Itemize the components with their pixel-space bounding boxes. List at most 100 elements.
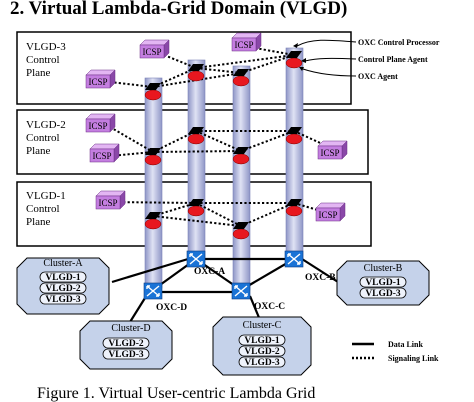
cluster-name-0: Cluster-A bbox=[43, 258, 83, 269]
icsp-label-0: ICSP bbox=[142, 47, 161, 57]
icsp-label-3: ICSP bbox=[88, 121, 107, 131]
oxc-label-0: OXC-A bbox=[194, 267, 225, 277]
control-plane-agent-11 bbox=[286, 199, 302, 206]
cluster-vlgd-pill-2-0 bbox=[102, 337, 150, 349]
pillar-oxc-a bbox=[187, 59, 206, 263]
cluster-vlgd-pill-3-2 bbox=[238, 356, 286, 368]
control-plane-agent-1 bbox=[188, 64, 204, 71]
icsp-box-3 bbox=[85, 118, 111, 133]
oxc-agent-ellipse-6 bbox=[232, 153, 250, 165]
icsp-box-1 bbox=[231, 37, 257, 52]
cluster-vlgd-label-3-0: VLGD-1 bbox=[244, 336, 280, 346]
legend-signaling-link: Signaling Link bbox=[388, 354, 439, 363]
sig-3-ab bbox=[195, 54, 295, 69]
icsp-label-2: ICSP bbox=[88, 77, 107, 87]
plane-title-vlgd-1: VLGD-1 bbox=[26, 190, 66, 202]
sig-2-da bbox=[152, 130, 197, 153]
arrowhead-processor bbox=[293, 43, 298, 48]
oxc-switch-icon-0 bbox=[189, 253, 203, 265]
sig-3-cb bbox=[240, 54, 295, 74]
icsp-label-6: ICSP bbox=[98, 198, 117, 208]
icsp-label-1: ICSP bbox=[234, 40, 253, 50]
sig-1-da bbox=[152, 202, 197, 217]
cluster-vlgd-pill-2-1 bbox=[102, 348, 150, 360]
figure-caption: Figure 1. Virtual User-centric Lambda Gr… bbox=[37, 385, 315, 402]
signaling-links bbox=[109, 47, 341, 227]
cluster-vlgd-pill-0-0 bbox=[39, 271, 87, 283]
cluster-name-3: Cluster-C bbox=[243, 320, 282, 331]
cluster-vlgd-label-1-1: VLGD-3 bbox=[365, 289, 401, 299]
arrow-processor bbox=[296, 39, 357, 47]
sig-2-cb bbox=[240, 130, 295, 152]
oxc-agent-ellipse-4 bbox=[144, 154, 162, 166]
sig-3-icsp bbox=[109, 81, 154, 88]
label-oxc-control-processor: OXC Control Processor bbox=[358, 38, 440, 47]
pillar-oxc-d bbox=[144, 77, 163, 289]
sig-3-da bbox=[152, 67, 197, 88]
cluster-vlgd-pill-0-2 bbox=[39, 293, 87, 305]
sig-2-ac bbox=[195, 130, 242, 152]
oxc-switch-icon-1 bbox=[287, 253, 301, 265]
data-link-d-clusterd bbox=[129, 297, 146, 323]
section-heading: 2. Virtual Lambda-Grid Domain (VLGD) bbox=[10, 0, 347, 19]
agents bbox=[144, 51, 303, 240]
sig-2-dc bbox=[152, 150, 242, 153]
cluster-vlgd-label-2-0: VLGD-2 bbox=[108, 339, 144, 349]
cluster-vlgd-pill-1-0 bbox=[359, 276, 407, 288]
sig-1-dc bbox=[152, 215, 242, 227]
oxc-agent-ellipse-5 bbox=[187, 133, 205, 145]
arrowhead-oxc-agent bbox=[299, 67, 304, 71]
icsp-label-4: ICSP bbox=[92, 151, 111, 161]
control-plane-agent-0 bbox=[145, 83, 161, 90]
plane-subtitle2-vlgd-1: Plane bbox=[26, 216, 51, 228]
data-link-a-clustera bbox=[111, 257, 189, 284]
cluster-vlgd-label-1-0: VLGD-1 bbox=[365, 278, 401, 288]
plane-subtitle2-vlgd-2: Plane bbox=[26, 145, 51, 157]
control-plane-agent-8 bbox=[145, 212, 161, 219]
control-plane-agent-6 bbox=[233, 147, 249, 154]
arrow-agent bbox=[304, 57, 357, 62]
oxc-agent-ellipse-8 bbox=[144, 218, 162, 230]
icsp-box-7 bbox=[315, 207, 341, 222]
cluster-vlgd-label-3-2: VLGD-3 bbox=[244, 358, 280, 368]
sig-1-cb bbox=[240, 202, 295, 227]
oxc-label-1: OXC-B bbox=[305, 273, 336, 283]
control-plane-agent-9 bbox=[188, 199, 204, 206]
data-link-b-clusterb bbox=[301, 258, 339, 283]
cluster-vlgd-pill-3-1 bbox=[238, 345, 286, 357]
sig-2-icsp2 bbox=[109, 151, 154, 157]
oxc-agent-ellipse-7 bbox=[285, 133, 303, 145]
plane-subtitle-vlgd-1: Control bbox=[26, 203, 60, 215]
clusters: Cluster-AVLGD-1VLGD-2VLGD-3Cluster-BVLGD… bbox=[16, 257, 430, 376]
control-plane-agent-10 bbox=[233, 222, 249, 229]
arrow-oxc-agent bbox=[302, 68, 357, 77]
legend-data-link: Data Link bbox=[388, 340, 423, 349]
cluster-vlgd-label-3-1: VLGD-2 bbox=[244, 347, 280, 357]
label-oxc-agent: OXC Agent bbox=[358, 72, 398, 81]
oxc-agent-ellipse-10 bbox=[232, 228, 250, 240]
plane-title-vlgd-2: VLGD-2 bbox=[26, 119, 66, 131]
cluster-name-1: Cluster-B bbox=[364, 263, 403, 274]
label-control-plane-agent: Control Plane Agent bbox=[358, 55, 428, 64]
cluster-vlgd-label-0-2: VLGD-3 bbox=[45, 295, 81, 305]
icsp-box-5 bbox=[317, 145, 343, 160]
cluster-vlgd-label-0-1: VLGD-2 bbox=[45, 284, 81, 294]
icsp-label-7: ICSP bbox=[318, 210, 337, 220]
cluster-vlgd-label-0-0: VLGD-1 bbox=[45, 273, 81, 283]
cluster-vlgd-pill-0-1 bbox=[39, 282, 87, 294]
icsp-box-4 bbox=[89, 148, 115, 163]
oxc-agent-ellipse-3 bbox=[285, 57, 303, 69]
oxc-agent-ellipse-2 bbox=[232, 75, 250, 87]
oxc-agent-ellipse-11 bbox=[285, 205, 303, 217]
plane-subtitle-vlgd-2: Control bbox=[26, 132, 60, 144]
cluster-vlgd-pill-3-0 bbox=[238, 334, 286, 346]
oxc-agent-ellipse-1 bbox=[187, 70, 205, 82]
control-plane-agent-4 bbox=[145, 148, 161, 155]
control-plane-agent-7 bbox=[286, 127, 302, 134]
data-link-c-clusterc bbox=[248, 295, 262, 321]
plane-subtitle-vlgd-3: Control bbox=[26, 54, 60, 66]
plane-subtitle2-vlgd-3: Plane bbox=[26, 67, 51, 79]
